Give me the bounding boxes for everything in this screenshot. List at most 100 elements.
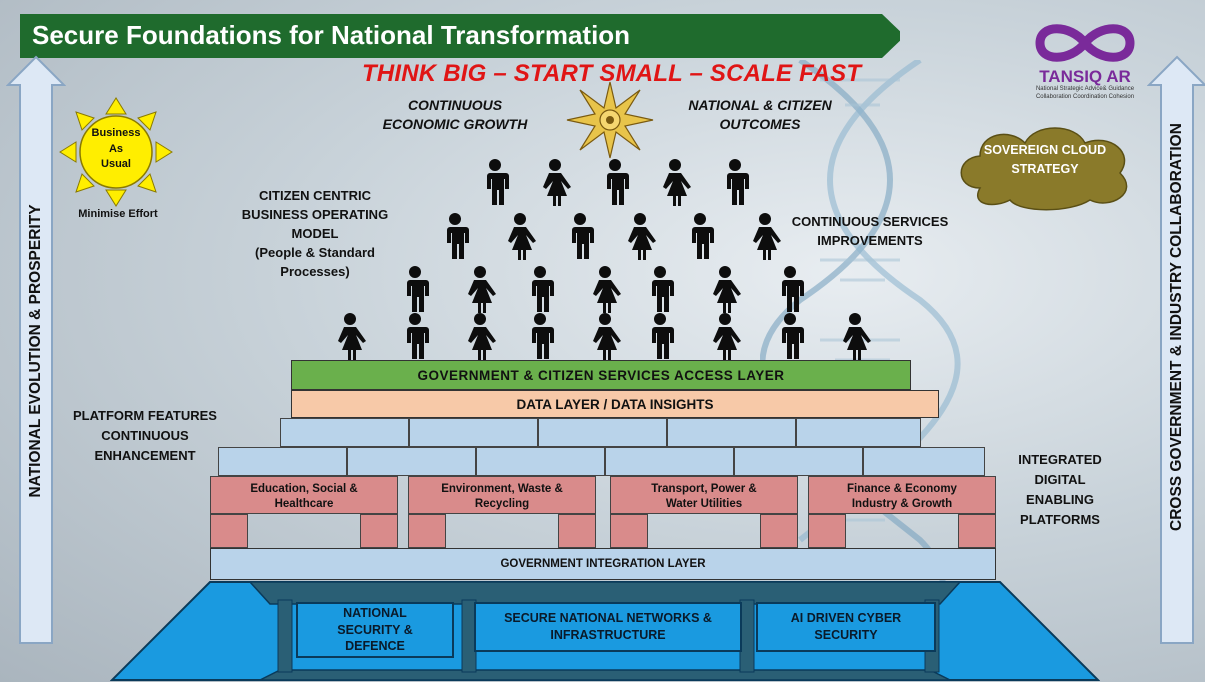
pillar-environment-line2: Recycling [474, 498, 530, 510]
sun-icon [59, 97, 173, 207]
man-figure-icon [779, 313, 804, 359]
logo-subtitle-1: National Strategic Advice& Guidance [1035, 86, 1135, 92]
platform-features-line2: CONTINUOUS [101, 428, 189, 443]
outcome-right-line2: OUTCOMES [719, 116, 801, 132]
woman-figure-icon [713, 313, 741, 360]
brick [409, 418, 538, 447]
woman-figure-icon [753, 213, 781, 260]
brick [796, 418, 921, 447]
integration-layer-bar: GOVERNMENT INTEGRATION LAYER [210, 548, 996, 580]
pillar-transport-line1: Transport, Power & [651, 483, 757, 495]
access-layer-bar: GOVERNMENT & CITIZEN SERVICES ACCESS LAY… [291, 360, 911, 390]
man-figure-icon [529, 313, 554, 359]
woman-figure-icon [338, 313, 366, 360]
title-banner [20, 14, 900, 58]
left-up-arrow [6, 55, 66, 644]
citizen-model-line1: CITIZEN CENTRIC [259, 188, 371, 203]
brick [347, 447, 476, 476]
pillar-leg [610, 514, 648, 548]
logo-text: TANSIQ AR [1039, 67, 1131, 86]
brick [734, 447, 863, 476]
foundation-national-security-line2: SECURITY & [337, 622, 413, 637]
woman-figure-icon [628, 213, 656, 260]
man-figure-icon [649, 313, 674, 359]
data-layer-bar: DATA LAYER / DATA INSIGHTS [291, 390, 939, 418]
woman-figure-icon [593, 313, 621, 360]
pillar-leg [958, 514, 996, 548]
pillar-leg [760, 514, 798, 548]
pillar-finance-line1: Finance & Economy [847, 483, 957, 495]
cloud-icon [960, 127, 1128, 211]
man-figure-icon [404, 266, 429, 312]
citizen-model-line4: (People & Standard [255, 245, 375, 260]
foundation-networks-line1: SECURE NATIONAL NETWORKS & [504, 611, 712, 626]
man-figure-icon [484, 159, 509, 205]
woman-figure-icon [543, 159, 571, 206]
man-figure-icon [444, 213, 469, 259]
cloud-line1: SOVEREIGN CLOUD [983, 143, 1107, 157]
foundation-networks-line2: INFRASTRUCTURE [550, 628, 666, 642]
foundation-networks: SECURE NATIONAL NETWORKS & INFRASTRUCTUR… [474, 602, 742, 652]
pillar-education [210, 476, 398, 514]
woman-figure-icon [713, 266, 741, 313]
pillar-leg [558, 514, 596, 548]
foundation-cyber-line2: SECURITY [814, 628, 878, 642]
bau-line1: Business [91, 127, 141, 139]
citizen-model-line5: Processes) [280, 264, 350, 279]
woman-figure-icon [843, 313, 871, 360]
right-up-arrow [1147, 55, 1205, 644]
man-figure-icon [404, 313, 429, 359]
bau-line3: Usual [101, 158, 131, 170]
citizen-model-line3: MODEL [291, 226, 339, 241]
outcome-left-line1: CONTINUOUS [407, 97, 503, 113]
pillar-environment [408, 476, 596, 514]
citizen-model-line2: BUSINESS OPERATING [241, 207, 389, 222]
brick [863, 447, 985, 476]
pillar-leg [808, 514, 846, 548]
left-side-label: NATIONAL EVOLUTION & PROSPERITY [27, 204, 44, 498]
pillar-education-line1: Education, Social & [250, 483, 358, 495]
star-icon [566, 81, 654, 159]
man-figure-icon [604, 159, 629, 205]
outcome-right-line1: NATIONAL & CITIZEN [688, 97, 832, 113]
woman-figure-icon [663, 159, 691, 206]
platform-features-line3: ENHANCEMENT [94, 448, 196, 463]
outcome-left-line2: ECONOMIC GROWTH [382, 116, 528, 132]
foundation-national-security-line3: DEFENCE [345, 639, 405, 654]
bau-line2: As [108, 143, 124, 155]
pillar-environment-line1: Environment, Waste & [441, 483, 563, 495]
brick [667, 418, 796, 447]
platform-features-line1: PLATFORM FEATURES [73, 408, 217, 423]
pillar-leg [210, 514, 248, 548]
foundation-national-security: NATIONAL SECURITY & DEFENCE [296, 602, 454, 658]
pillar-transport-line2: Water Utilities [665, 498, 743, 510]
woman-figure-icon [593, 266, 621, 313]
foundation-national-security-line1: NATIONAL [343, 605, 407, 620]
continuous-services-line2: IMPROVEMENTS [817, 233, 923, 248]
brick [218, 447, 347, 476]
integrated-platforms-line3: ENABLING [1026, 492, 1094, 507]
woman-figure-icon [508, 213, 536, 260]
bau-caption: Minimise Effort [78, 208, 158, 220]
pillar-transport [610, 476, 798, 514]
brick [280, 418, 409, 447]
pillar-leg [408, 514, 446, 548]
continuous-services-line1: CONTINUOUS SERVICES [791, 214, 949, 229]
man-figure-icon [529, 266, 554, 312]
infinity-logo-icon [1035, 24, 1135, 62]
tagline: THINK BIG – START SMALL – SCALE FAST [362, 60, 862, 87]
pillar-finance [808, 476, 996, 514]
integrated-platforms-line2: DIGITAL [1034, 472, 1086, 487]
pillar-finance-line2: Industry & Growth [851, 498, 953, 510]
page-title: Secure Foundations for National Transfor… [32, 20, 631, 50]
cloud-line2: STRATEGY [1011, 162, 1079, 176]
pillar-leg [360, 514, 398, 548]
woman-figure-icon [468, 313, 496, 360]
foundation-cyber-line1: AI DRIVEN CYBER [790, 611, 902, 626]
brick [605, 447, 734, 476]
man-figure-icon [689, 213, 714, 259]
man-figure-icon [649, 266, 674, 312]
brick [476, 447, 605, 476]
man-figure-icon [779, 266, 804, 312]
